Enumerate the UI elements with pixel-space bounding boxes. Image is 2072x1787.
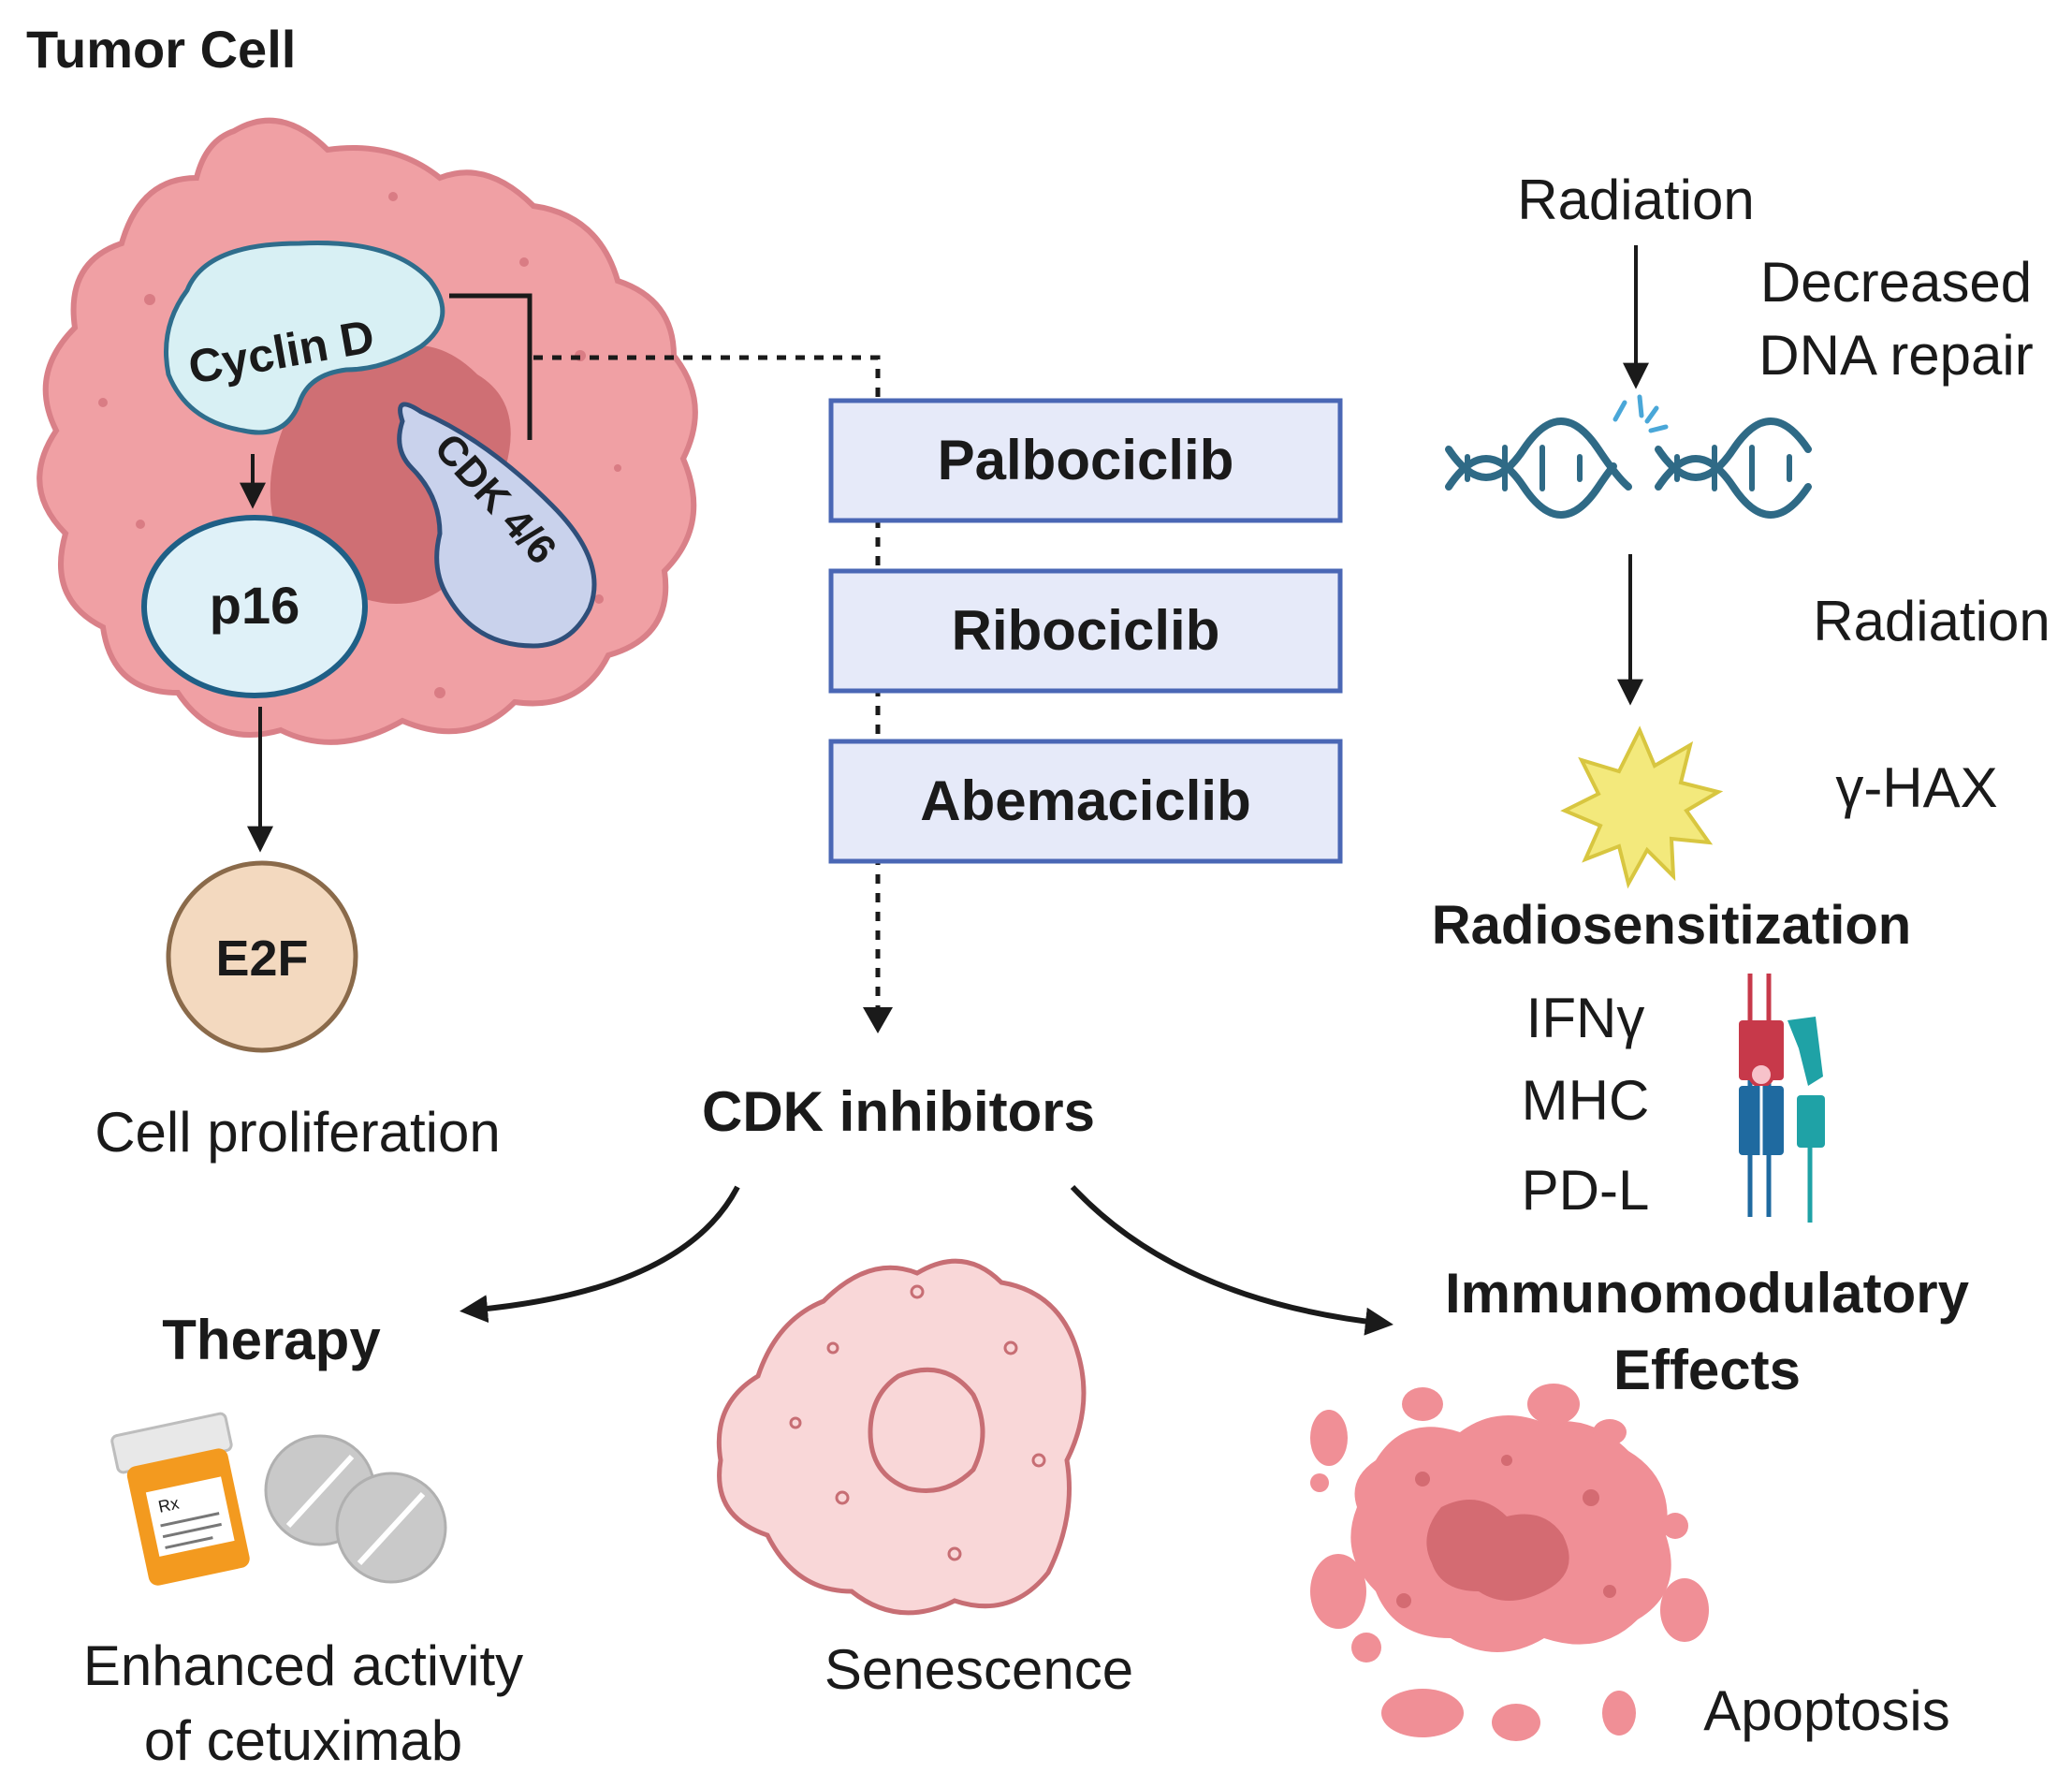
radiation-mid-label: Radiation (1813, 590, 2050, 652)
e2f-node (166, 860, 358, 1053)
tumor-cell (36, 117, 698, 745)
senescent-cell-icon (716, 1258, 1087, 1616)
ifn-gamma-label: IFNγ (1526, 987, 1645, 1049)
radiosensitization-label: Radiosensitization (1432, 895, 1911, 956)
gamma-hax-burst-icon (1560, 725, 1724, 889)
pills-icon (264, 1434, 447, 1584)
drug-label-ribociclib: Ribociclib (952, 599, 1220, 662)
receptor-icon (1739, 974, 1825, 1223)
dna-helix-icon (1445, 417, 1812, 519)
decreased-label: Decreased (1760, 251, 2032, 314)
cdk-inhibitors-label: CDK inhibitors (702, 1080, 1095, 1143)
cdk46-shape (397, 402, 597, 649)
apoptotic-cell-icon (1310, 1384, 1709, 1741)
arrow-to-therapy (460, 1185, 740, 1324)
mhc-label: MHC (1522, 1069, 1650, 1132)
tumor-cell-title: Tumor Cell (26, 20, 296, 79)
dotted-connector (533, 355, 881, 1009)
pill-bottle-icon: Rx (110, 1412, 250, 1586)
drug-list: Palbociclib Ribociclib Abemaciclib (828, 398, 1343, 864)
drug-label-palbociclib: Palbociclib (938, 429, 1234, 491)
effects-label: Effects (1613, 1339, 1801, 1401)
p16-label: p16 (210, 576, 300, 635)
gamma-hax-label: γ-HAX (1835, 756, 1997, 819)
cyclin-d-shape (164, 241, 445, 435)
of-cetuximab-label: of cetuximab (144, 1709, 462, 1772)
drug-box-abemaciclib (828, 739, 1343, 864)
cell-proliferation-label: Cell proliferation (95, 1101, 501, 1164)
arrow-to-immunomodulatory (1070, 1184, 1393, 1336)
apoptosis-label: Apoptosis (1703, 1679, 1950, 1742)
pill-bottle-label: Rx (156, 1494, 181, 1516)
radiation-top-label: Radiation (1517, 168, 1755, 231)
p16-node (141, 515, 368, 698)
e2f-label: E2F (215, 930, 308, 987)
senescence-label: Senescence (824, 1638, 1133, 1701)
therapy-label: Therapy (162, 1309, 381, 1371)
pd-l-label: PD-L (1522, 1159, 1650, 1222)
immunomodulatory-label: Immunomodulatory (1445, 1262, 1970, 1325)
cyclin-cdk-bracket (449, 293, 533, 440)
enhanced-activity-label: Enhanced activity (83, 1634, 523, 1697)
drug-box-ribociclib (828, 568, 1343, 694)
drug-label-abemaciclib: Abemaciclib (920, 769, 1250, 832)
dna-repair-label: DNA repair (1758, 324, 2033, 387)
dotted-connector-head (863, 1007, 893, 1033)
drug-box-palbociclib (828, 398, 1343, 523)
dna-break-spark-icon (1612, 394, 1669, 433)
